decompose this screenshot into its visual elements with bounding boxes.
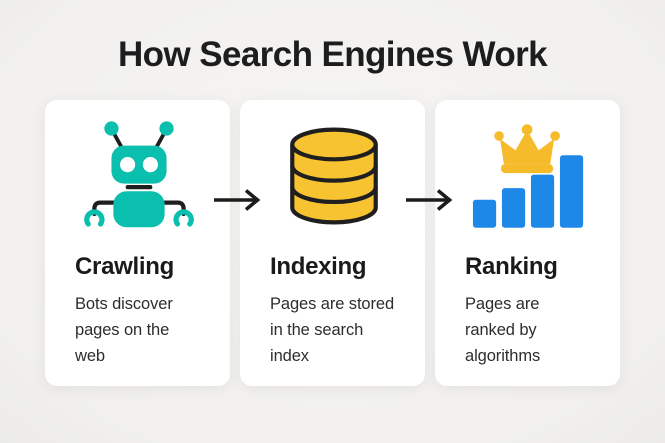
arrow-right-icon xyxy=(212,188,264,212)
description-line: Pages are stored xyxy=(270,294,395,313)
step-title: Indexing xyxy=(270,253,367,280)
description-line: pages on the xyxy=(75,320,170,339)
steps-row: Crawling Bots discover pages on the web … xyxy=(45,100,620,386)
database-icon xyxy=(256,116,411,236)
step-title: Ranking xyxy=(465,253,558,280)
description-line: algorithms xyxy=(465,346,541,365)
step-card-ranking: Ranking Pages are ranked by algorithms xyxy=(435,100,620,386)
description-line: ranked by xyxy=(465,320,537,339)
description-line: in the search xyxy=(270,320,364,339)
step-description: Bots discover pages on the web xyxy=(75,291,202,369)
description-line: index xyxy=(270,346,309,365)
step-description: Pages are ranked by algorithms xyxy=(465,291,592,369)
step-card-indexing: Indexing Pages are stored in the search … xyxy=(240,100,425,386)
description-line: web xyxy=(75,346,105,365)
description-line: Bots discover xyxy=(75,294,173,313)
crown-icon xyxy=(493,123,560,173)
step-description: Pages are stored in the search index xyxy=(270,291,397,369)
step-card-crawling: Crawling Bots discover pages on the web xyxy=(45,100,230,386)
bar-chart-crown-icon xyxy=(451,116,606,236)
arrow-right-icon xyxy=(404,188,456,212)
description-line: Pages are xyxy=(465,294,540,313)
robot-icon xyxy=(61,116,216,236)
page-title: How Search Engines Work xyxy=(118,35,548,74)
step-title: Crawling xyxy=(75,253,174,280)
